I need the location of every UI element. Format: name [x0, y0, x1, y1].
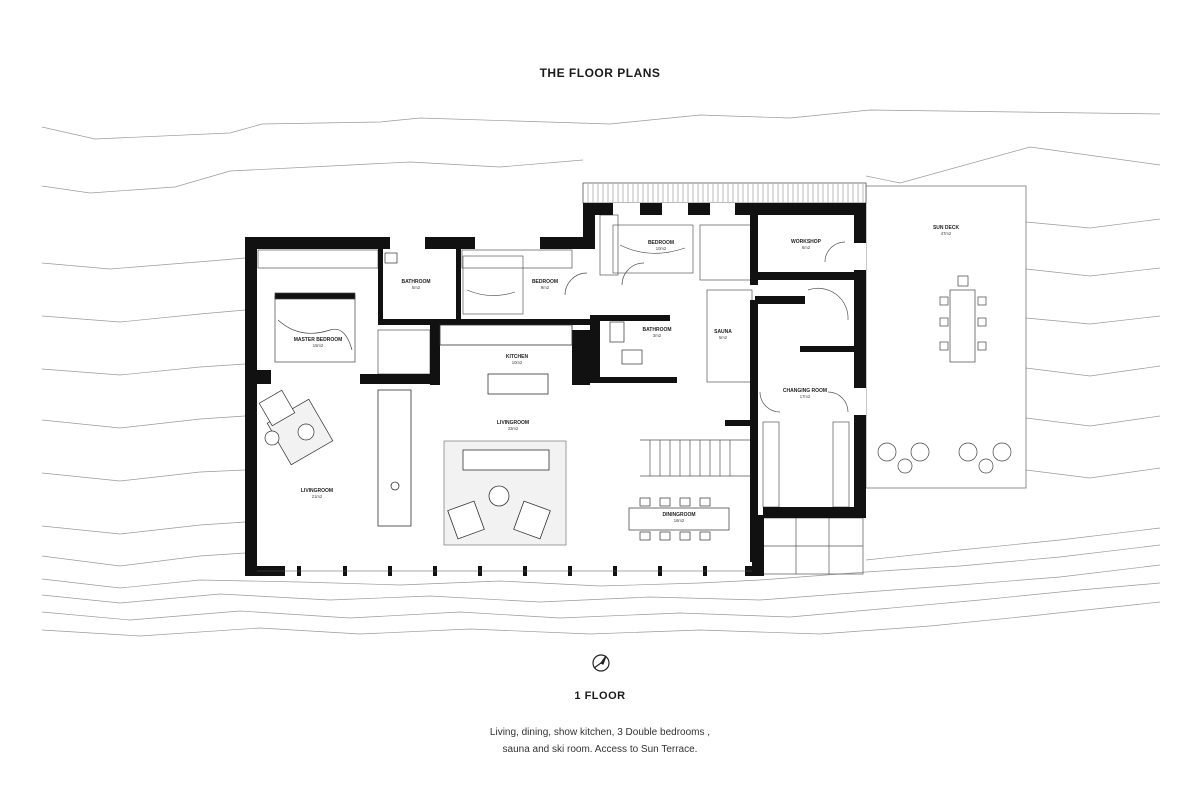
description-line-2: sauna and ski room. Access to Sun Terrac…	[502, 744, 698, 755]
floor-description: Living, dining, show kitchen, 3 Double b…	[0, 724, 1200, 758]
room-label-livingroom-left: LIVINGROOM	[301, 488, 333, 494]
page-title: THE FLOOR PLANS	[539, 66, 661, 80]
room-area-kitchen: 10m2	[512, 360, 523, 365]
room-label-bathroom-1: BATHROOM	[401, 279, 430, 285]
terrain-contours	[41, 109, 1161, 637]
room-label-bathroom-2: BATHROOM	[642, 327, 671, 333]
room-area-workshop: 6m2	[802, 245, 811, 250]
room-area-master-bedroom: 15m2	[313, 343, 324, 348]
sun-deck-area	[865, 185, 1027, 489]
room-label-kitchen: KITCHEN	[506, 354, 529, 360]
master-bed	[274, 292, 356, 363]
room-label-sun-deck: SUN DECK	[933, 225, 960, 231]
room-area-changing-room: 17m2	[800, 394, 811, 399]
room-label-workshop: WORKSHOP	[791, 239, 822, 245]
room-area-livingroom-left: 21m2	[312, 494, 323, 499]
room-label-diningroom: DININGROOM	[662, 512, 695, 518]
room-area-diningroom: 16m2	[674, 518, 685, 523]
room-label-bedroom-2: BEDROOM	[648, 240, 674, 246]
room-area-bathroom-2: 3m2	[653, 333, 662, 338]
room-label-livingroom-center: LIVINGROOM	[497, 420, 529, 426]
north-arrow-icon	[592, 654, 610, 672]
walls	[245, 203, 866, 576]
room-label-master-bedroom: MASTER BEDROOM	[294, 337, 343, 343]
room-area-bathroom-1: 5m2	[412, 285, 421, 290]
description-line-1: Living, dining, show kitchen, 3 Double b…	[489, 727, 711, 738]
room-label-sauna: SAUNA	[714, 329, 732, 335]
floor-title: 1 FLOOR	[574, 690, 626, 702]
room-label-changing-room: CHANGING ROOM	[783, 388, 827, 394]
room-area-sun-deck: 47m2	[941, 231, 952, 236]
room-label-bedroom-1: BEDROOM	[532, 279, 558, 285]
balcony-grating	[582, 182, 867, 204]
room-labels: MASTER BEDROOM 15m2 BATHROOM 5m2 BEDROOM…	[294, 225, 960, 523]
room-area-livingroom-center: 33m2	[508, 426, 519, 431]
room-area-bedroom-2: 10m2	[656, 246, 667, 251]
room-area-bedroom-1: 9m2	[541, 285, 550, 290]
room-area-sauna: 5m2	[719, 335, 728, 340]
